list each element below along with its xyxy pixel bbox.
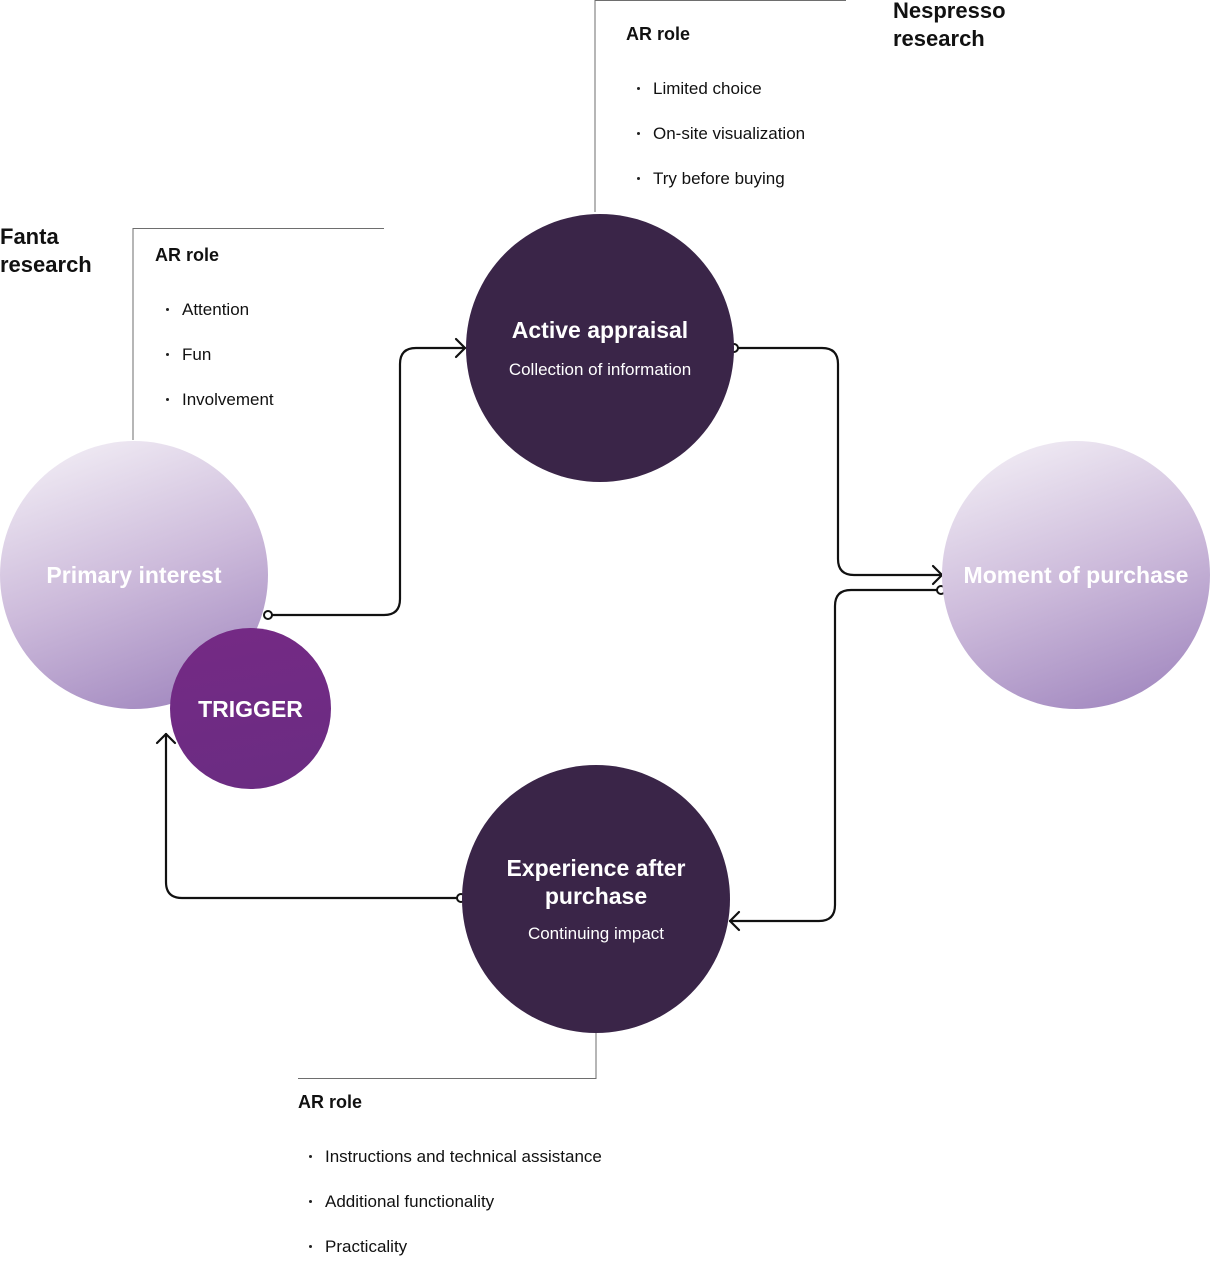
fanta-research-label: Fanta research [0,224,92,277]
list-item: Instructions and technical assistance [298,1146,602,1191]
nespresso-research-label: Nespresso research [893,0,1006,51]
experience-after-purchase-subtitle: Continuing impact [527,924,665,943]
after-purchase-ar-role-title: AR role [298,1092,363,1112]
fanta-bracket [132,228,384,440]
arrowhead-appraisal [454,337,467,359]
list-item: Limited choice [626,78,805,123]
trigger-title: TRIGGER [198,695,303,722]
list-item: Involvement [155,389,274,434]
arrow-purchase-to-experience [728,588,943,923]
nespresso-bracket [594,0,846,212]
moment-of-purchase-circle: Moment of purchase [942,441,1210,709]
list-item: Attention [155,299,274,344]
list-item: Fun [155,344,274,389]
fanta-ar-role-list: Attention Fun Involvement [155,299,274,434]
arrowhead-trigger [155,732,177,745]
after-purchase-bracket [298,1033,597,1079]
trigger-circle: TRIGGER [170,628,331,789]
list-item: On-site visualization [626,123,805,168]
arrow-interest-to-appraisal [266,346,467,617]
active-appraisal-subtitle: Collection of information [508,360,692,379]
nespresso-ar-role-title: AR role [626,24,691,44]
active-appraisal-title: Active appraisal [511,317,689,343]
list-item: Try before buying [626,168,805,213]
experience-after-purchase-title: Experience after purchase [506,855,686,909]
list-item: Additional functionality [298,1191,602,1236]
arrowhead-experience [728,910,741,932]
nespresso-ar-role-list: Limited choice On-site visualization Try… [626,78,805,213]
primary-interest-title: Primary interest [46,562,222,588]
after-purchase-ar-role-list: Instructions and technical assistance Ad… [298,1146,602,1281]
experience-after-purchase-circle: Experience after purchase Continuing imp… [462,765,730,1033]
arrow-appraisal-to-purchase [732,346,944,577]
fanta-ar-role-title: AR role [155,245,220,265]
list-item: Practicality [298,1236,602,1281]
moment-of-purchase-title: Moment of purchase [963,562,1189,588]
arrow-experience-to-trigger [164,732,463,900]
dot-interest [263,610,273,620]
active-appraisal-circle: Active appraisal Collection of informati… [466,214,734,482]
